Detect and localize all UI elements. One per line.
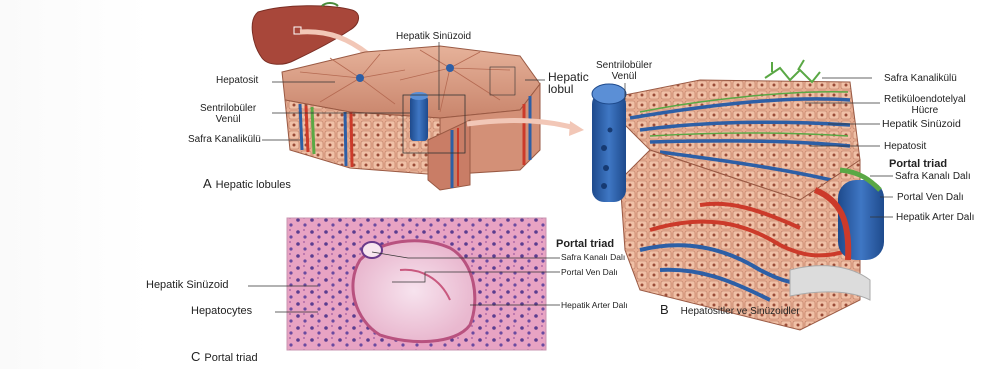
- histology-image: [287, 218, 546, 350]
- label-a-safra-kanalikulu: Safra Kanalikülü: [188, 134, 261, 145]
- label-b-hepatosit: Hepatosit: [884, 141, 926, 152]
- hepatocyte-sinusoid-block: [592, 60, 884, 330]
- label-b-hepatik-arter-dali: Hepatik Arter Dalı: [896, 212, 974, 223]
- label-b-hepatik-sinuzoid: Hepatik Sinüzoid: [882, 119, 961, 130]
- label-b-sentrilobuler-venul: Sentrilobüler Venül: [596, 60, 652, 82]
- label-c-safra-kanali-dali: Safra Kanalı Dalı: [561, 253, 625, 262]
- label-c-hepatik-sinuzoid: Hepatik Sinüzoid: [146, 280, 229, 291]
- label-c-hepatik-arter-dali: Hepatik Arter Dalı: [561, 301, 628, 310]
- label-c-portal-triad: Portal triad: [556, 239, 614, 250]
- label-b-portal-triad: Portal triad: [889, 159, 947, 170]
- label-a-hepatic-lobul: Hepatic lobul: [548, 71, 589, 95]
- label-a-hepatosit: Hepatosit: [216, 75, 258, 86]
- label-b-safra-kanalikulu: Safra Kanalikülü: [884, 73, 957, 84]
- label-c-portal-ven-dali: Portal Ven Dalı: [561, 268, 618, 277]
- label-a-sentrilobuler-venul: Sentrilobüler Venül: [200, 103, 256, 125]
- label-c-hepatocytes: Hepatocytes: [191, 306, 252, 317]
- zoom-arrowhead-b: [569, 121, 584, 136]
- central-venule: [592, 92, 626, 202]
- hepatic-lobule-block: [282, 46, 540, 190]
- label-b-safra-kanali-dali: Safra Kanalı Dalı: [895, 171, 971, 182]
- label-b-retikuloendotelyal-hucre: Retiküloendotelyal Hücre: [884, 94, 966, 116]
- label-a-hepatik-sinuzoid: Hepatik Sinüzoid: [396, 31, 471, 42]
- label-b-portal-ven-dali: Portal Ven Dalı: [897, 192, 964, 203]
- bile-canaliculi: [765, 60, 820, 82]
